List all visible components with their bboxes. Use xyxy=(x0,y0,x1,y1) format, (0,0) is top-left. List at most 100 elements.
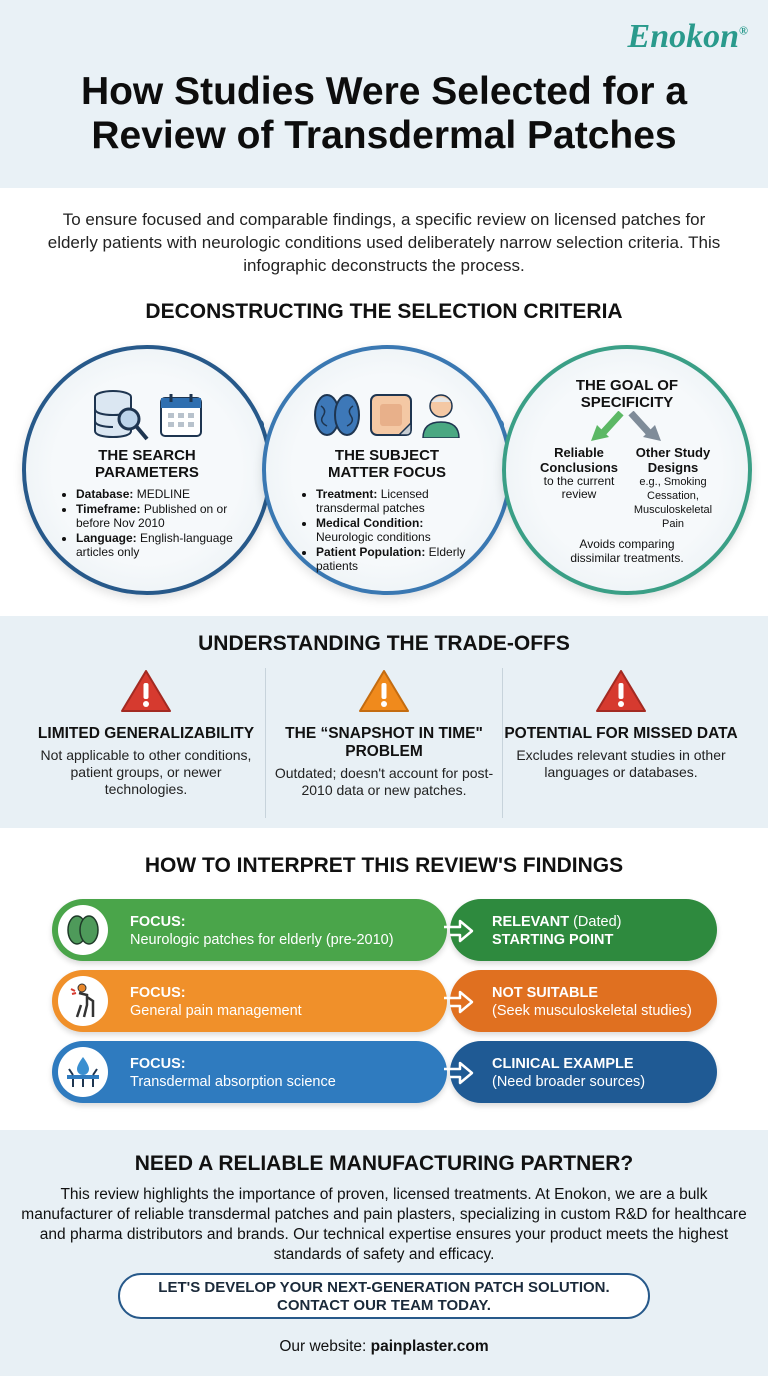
other-subtext: e.g., Smoking Cessation, Musculoskeletal… xyxy=(633,476,713,530)
arrow-right-icon xyxy=(444,990,474,1014)
tradeoffs-section: UNDERSTANDING THE TRADE-OFFS LIMITED GEN… xyxy=(0,616,768,828)
tradeoff-item: POTENTIAL FOR MISSED DATA Excludes relev… xyxy=(503,668,739,781)
website-label: Our website: xyxy=(279,1338,371,1355)
cta-heading: NEED A RELIABLE MANUFACTURING PARTNER? xyxy=(134,1152,634,1175)
tradeoff-text: Excludes relevant studies in other langu… xyxy=(516,747,726,780)
registered-mark: ® xyxy=(739,23,748,38)
title-line: PARAMETERS xyxy=(95,464,199,481)
result-line2: STARTING POINT xyxy=(492,932,614,948)
tradeoff-item: LIMITED GENERALIZABILITY Not applicable … xyxy=(28,668,264,798)
tradeoff-title: THE “SNAPSHOT IN TIME" PROBLEM xyxy=(285,725,483,760)
item-value: Neurologic conditions xyxy=(316,530,431,544)
contact-team-button[interactable]: LET'S DEVELOP YOUR NEXT-GENERATION PATCH… xyxy=(118,1273,650,1319)
item-value: English-language articles only xyxy=(76,531,233,559)
tradeoffs-heading: UNDERSTANDING THE TRADE-OFFS xyxy=(198,632,570,655)
focus-label: FOCUS: xyxy=(130,985,186,1001)
logo-text: Enokon xyxy=(627,18,740,55)
focus-pill: FOCUS: Transdermal absorption science xyxy=(52,1041,447,1103)
button-line: LET'S DEVELOP YOUR NEXT-GENERATION PATCH… xyxy=(158,1279,610,1296)
result-pill: CLINICAL EXAMPLE (Need broader sources) xyxy=(450,1041,717,1103)
item-label: Database: xyxy=(76,487,134,501)
item-value: Licensed transdermal patches xyxy=(316,487,429,515)
interpret-heading: HOW TO INTERPRET THIS REVIEW'S FINDINGS xyxy=(144,854,624,877)
result-label: CLINICAL EXAMPLE xyxy=(492,1056,634,1072)
cta-section: NEED A RELIABLE MANUFACTURING PARTNER? T… xyxy=(0,1130,768,1376)
result-label: RELEVANT xyxy=(492,914,570,930)
interpret-section: HOW TO INTERPRET THIS REVIEW'S FINDINGS … xyxy=(0,828,768,1130)
reliable-title: Reliable Conclusions xyxy=(539,445,618,475)
item-value: Published on or before Nov 2010 xyxy=(76,502,228,530)
list-item: Medical Condition: Neurologic conditions xyxy=(316,516,476,544)
list-item: Treatment: Licensed transdermal patches xyxy=(316,487,476,515)
result-note: (Dated) xyxy=(569,914,622,930)
item-label: Timeframe: xyxy=(76,502,141,516)
focus-label: FOCUS: xyxy=(130,914,186,930)
arrow-right-icon xyxy=(444,919,474,943)
focus-desc: Transdermal absorption science xyxy=(130,1074,336,1090)
other-title: Other Study Designs xyxy=(635,445,711,475)
calendar-icon xyxy=(160,394,202,437)
title-line-2: Review of Transdermal Patches xyxy=(91,114,677,157)
elderly-person-icon xyxy=(422,394,460,438)
title-line: THE SUBJECT xyxy=(334,447,440,464)
divider xyxy=(502,668,503,818)
arrow-right-icon xyxy=(444,1061,474,1085)
back-pain-person-icon xyxy=(58,976,108,1026)
warning-icon xyxy=(596,670,646,712)
focus-label: FOCUS: xyxy=(130,1056,186,1072)
search-list: Database: MEDLINE Timeframe: Published o… xyxy=(76,487,236,559)
reliable-subtext: to the current review xyxy=(543,474,615,501)
brain-icon xyxy=(58,905,108,955)
focus-pill: FOCUS: General pain management xyxy=(52,970,447,1032)
interpret-row: FOCUS: Transdermal absorption science CLI… xyxy=(52,1041,717,1103)
database-search-icon xyxy=(94,390,149,441)
brand-logo: Enokon® xyxy=(628,18,748,56)
interpret-row: FOCUS: General pain management NOT SUITAB… xyxy=(52,970,717,1032)
item-label: Language: xyxy=(76,531,137,545)
website-link[interactable]: painplaster.com xyxy=(370,1338,489,1355)
tradeoff-text: Not applicable to other conditions, pati… xyxy=(40,747,252,797)
focus-pill: FOCUS: Neurologic patches for elderly (pr… xyxy=(52,899,447,961)
tradeoff-title: POTENTIAL FOR MISSED DATA xyxy=(504,725,738,742)
result-line2: (Need broader sources) xyxy=(492,1074,646,1090)
title-line: THE SEARCH xyxy=(98,447,196,464)
result-label: NOT SUITABLE xyxy=(492,985,599,1001)
warning-icon xyxy=(359,670,409,712)
brain-icon xyxy=(314,394,360,436)
focus-desc: Neurologic patches for elderly (pre-2010… xyxy=(130,932,394,948)
item-label: Treatment: xyxy=(316,487,378,501)
tradeoff-title: LIMITED GENERALIZABILITY xyxy=(37,725,255,742)
focus-desc: General pain management xyxy=(130,1003,302,1019)
item-label: Medical Condition: xyxy=(316,516,424,530)
result-pill: NOT SUITABLE (Seek musculoskeletal studie… xyxy=(450,970,717,1032)
result-pill: RELEVANT (Dated) STARTING POINT xyxy=(450,899,717,961)
cta-text: This review highlights the importance of… xyxy=(21,1186,747,1263)
criteria-heading: DECONSTRUCTING THE SELECTION CRITERIA xyxy=(145,300,623,323)
goal-footer: Avoids comparing dissimilar treatments. xyxy=(570,537,684,565)
divider xyxy=(265,668,266,818)
list-item: Language: English-language articles only xyxy=(76,531,236,559)
result-line2: (Seek musculoskeletal studies) xyxy=(492,1003,692,1019)
list-item: Database: MEDLINE xyxy=(76,487,236,501)
patch-icon xyxy=(370,394,412,436)
title-line: THE GOAL OF xyxy=(575,377,679,394)
subject-list: Treatment: Licensed transdermal patches … xyxy=(316,487,476,573)
interpret-row: FOCUS: Neurologic patches for elderly (pr… xyxy=(52,899,717,961)
title-line-1: How Studies Were Selected for a xyxy=(80,70,688,113)
list-item: Patient Population: Elderly patients xyxy=(316,545,476,573)
website-line: Our website: painplaster.com xyxy=(0,1338,768,1356)
intro-text: To ensure focused and comparable finding… xyxy=(47,210,721,275)
item-value: MEDLINE xyxy=(133,487,191,501)
split-arrows-icon xyxy=(591,411,661,441)
title-line: MATTER FOCUS xyxy=(327,464,447,481)
